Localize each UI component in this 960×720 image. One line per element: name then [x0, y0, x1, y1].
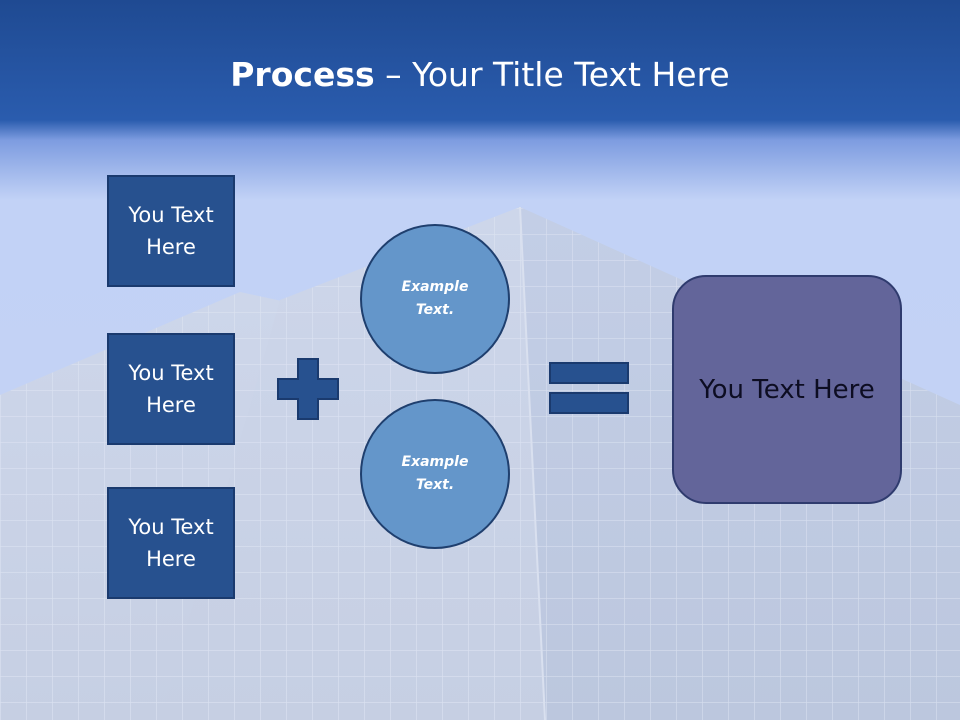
result-box-text: You Text Here — [699, 374, 875, 405]
example-circle-2[interactable]: Example Text. — [360, 399, 510, 549]
input-box-1-text: You Text Here — [128, 203, 214, 259]
example-circle-2-text: Example Text. — [401, 454, 469, 493]
result-box[interactable]: You Text Here — [672, 275, 902, 504]
example-circle-1-text: Example Text. — [401, 279, 469, 318]
input-box-2[interactable]: You Text Here — [107, 333, 235, 445]
input-box-3-text: You Text Here — [128, 515, 214, 571]
plus-icon — [277, 358, 339, 420]
input-box-1[interactable]: You Text Here — [107, 175, 235, 287]
title-rest: – Your Title Text Here — [374, 55, 730, 94]
slide-title: Process – Your Title Text Here — [0, 52, 960, 98]
input-box-2-text: You Text Here — [128, 361, 214, 417]
title-bold: Process — [230, 55, 375, 94]
equals-icon — [549, 362, 629, 414]
input-box-3[interactable]: You Text Here — [107, 487, 235, 599]
example-circle-1[interactable]: Example Text. — [360, 224, 510, 374]
